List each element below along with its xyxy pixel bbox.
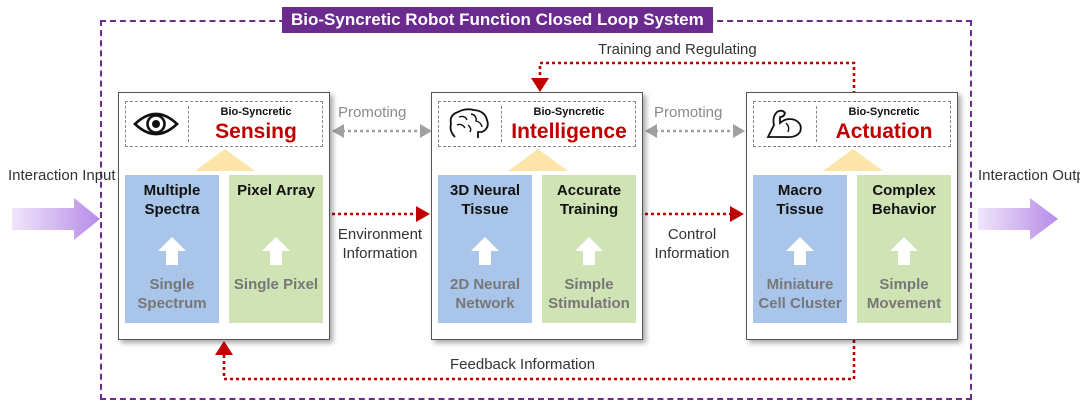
up-arrow-icon <box>262 237 290 265</box>
promoting-right-label: Promoting <box>654 104 723 121</box>
upgrade-glow-arrow <box>823 149 883 171</box>
training-regulating-line <box>538 61 856 94</box>
upgrade-glow-arrow <box>195 149 255 171</box>
flexed-arm-icon <box>766 109 802 139</box>
feedback-line <box>222 340 856 381</box>
basic-capability: Miniature Cell Cluster <box>758 276 842 312</box>
advanced-capability: Pixel Array <box>237 182 315 199</box>
up-arrow-icon <box>890 237 918 265</box>
eye-icon <box>133 112 179 136</box>
up-arrow-icon <box>786 237 814 265</box>
capability-column: Complex Behavior Simple Movement <box>857 175 951 323</box>
actuation-module: Bio-Syncretic Actuation Macro Tissue Min… <box>746 92 958 340</box>
training-regulating-label: Training and Regulating <box>598 41 757 58</box>
capability-column: 3D Neural Tissue 2D Neural Network <box>438 175 532 323</box>
interaction-input-label: Interaction Input <box>8 167 116 184</box>
advanced-capability: Macro Tissue <box>776 182 824 218</box>
training-regulating-arrowhead <box>531 78 549 92</box>
module-header: Bio-Syncretic Intelligence <box>438 101 636 147</box>
basic-capability: Simple Movement <box>866 276 942 312</box>
module-title: Actuation <box>835 120 933 143</box>
interaction-input-arrow <box>12 198 100 240</box>
up-arrow-icon <box>575 237 603 265</box>
module-title: Intelligence <box>511 120 627 143</box>
module-title: Sensing <box>215 120 297 143</box>
basic-capability: Simple Stimulation <box>548 276 630 312</box>
module-subtitle: Bio-Syncretic <box>848 106 920 118</box>
basic-capability: 2D Neural Network <box>449 276 521 312</box>
intelligence-module: Bio-Syncretic Intelligence 3D Neural Tis… <box>431 92 643 340</box>
upgrade-glow-arrow <box>508 149 568 171</box>
capability-column: Macro Tissue Miniature Cell Cluster <box>753 175 847 323</box>
promoting-left-label: Promoting <box>338 104 407 121</box>
module-header: Bio-Syncretic Actuation <box>753 101 951 147</box>
module-subtitle: Bio-Syncretic <box>220 106 292 118</box>
up-arrow-icon <box>158 237 186 265</box>
capability-column: Accurate Training Simple Stimulation <box>542 175 636 323</box>
advanced-capability: 3D Neural Tissue <box>449 182 521 218</box>
diagram-title: Bio-Syncretic Robot Function Closed Loop… <box>282 7 713 33</box>
capability-column: Pixel Array Single Pixel <box>229 175 323 323</box>
control-info-label: Control Information <box>654 226 730 262</box>
sensing-module: Bio-Syncretic Sensing Multiple Spectra S… <box>118 92 330 340</box>
advanced-capability: Multiple Spectra <box>143 182 201 218</box>
basic-capability: Single Spectrum <box>137 276 207 312</box>
interaction-output-label: Interaction Output <box>978 167 1080 184</box>
up-arrow-icon <box>471 237 499 265</box>
module-header: Bio-Syncretic Sensing <box>125 101 323 147</box>
capability-column: Multiple Spectra Single Spectrum <box>125 175 219 323</box>
brain-icon <box>449 108 489 138</box>
feedback-arrowhead <box>215 341 233 355</box>
module-subtitle: Bio-Syncretic <box>533 106 605 118</box>
basic-capability: Single Pixel <box>233 276 319 293</box>
advanced-capability: Complex Behavior <box>871 182 937 218</box>
feedback-info-label: Feedback Information <box>450 356 596 373</box>
interaction-output-arrow <box>978 198 1058 240</box>
advanced-capability: Accurate Training <box>556 182 622 218</box>
environment-info-label: Environment Information <box>337 226 423 262</box>
